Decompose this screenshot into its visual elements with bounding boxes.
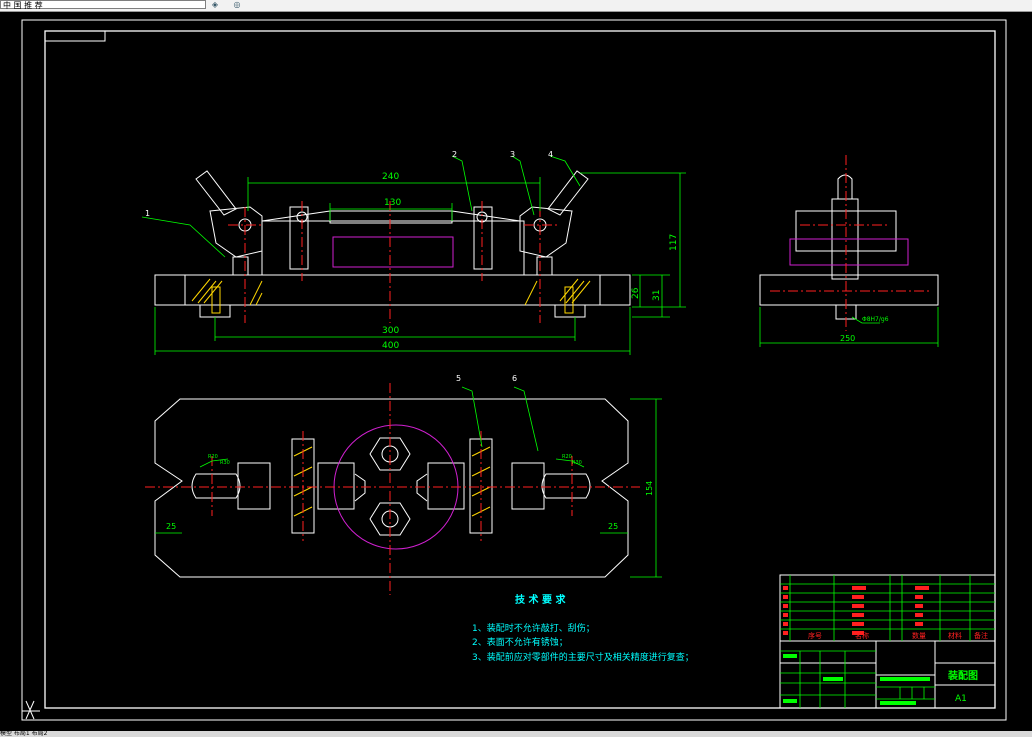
dim-117: 117 (669, 234, 679, 251)
dim-bore: Φ8H7/g6 (862, 316, 889, 323)
header-index: 序号 (808, 631, 822, 640)
callout-1: 1 (145, 209, 150, 218)
dim-r3: R20 (562, 454, 572, 460)
sheet-frame (21, 19, 1007, 721)
palette-icon[interactable]: ◈ (211, 0, 219, 9)
dim-130: 130 (384, 198, 401, 208)
dim-r1: R20 (208, 454, 218, 460)
header-name: 名称 (855, 631, 869, 640)
dim-400: 400 (382, 341, 399, 351)
tech-item-1: 1、装配时不允许敲打、刮伤； (472, 622, 595, 634)
dim-154: 154 (645, 481, 654, 496)
ucs-icon (21, 691, 40, 720)
callout-5: 5 (456, 374, 461, 383)
command-toolbar: 中 国 推 荐 ◈ ◎ (0, 0, 1032, 12)
dim-25-right: 25 (608, 522, 618, 531)
layout-tabs[interactable]: 模型 布局1 布局2 (0, 731, 48, 737)
title-block: 序号 名称 数量 材料 备注 装配图 A1 (779, 574, 996, 709)
dim-240: 240 (382, 172, 399, 182)
tech-requirements-title: 技 术 要 求 (515, 593, 566, 606)
callout-3: 3 (510, 150, 515, 159)
drawing-name: 装配图 (947, 669, 978, 682)
dim-26: 26 (631, 287, 641, 299)
status-bar: 模型 布局1 布局2 (0, 731, 1032, 737)
dim-25-left: 25 (166, 522, 176, 531)
tech-item-3: 3、装配前应对零部件的主要尺寸及相关精度进行复查； (472, 651, 694, 663)
side-view: 250 Φ8H7/g6 (759, 155, 939, 347)
command-input[interactable]: 中 国 推 荐 (0, 0, 206, 10)
drawing-canvas[interactable]: 240 130 300 400 117 26 31 1 2 3 4 (0, 11, 1032, 731)
tech-requirements: 技 术 要 求 1、装配时不允许敲打、刮伤； 2、表面不允许有锈蚀； 3、装配前… (472, 593, 694, 663)
header-qty: 数量 (912, 631, 926, 640)
tech-item-2: 2、表面不允许有锈蚀； (472, 636, 568, 648)
dim-300: 300 (382, 326, 399, 336)
sheet-size: A1 (955, 694, 967, 704)
front-view: 240 130 300 400 117 26 31 1 2 3 4 (141, 150, 686, 355)
dim-r4: R30 (572, 460, 582, 466)
layer-icon[interactable]: ◎ (233, 0, 241, 9)
callout-4: 4 (548, 150, 553, 159)
callout-6: 6 (512, 374, 517, 383)
top-view: 25 25 154 R20 R30 R20 R30 5 6 (145, 374, 662, 595)
dim-r2: R30 (220, 460, 230, 466)
callout-2: 2 (452, 150, 457, 159)
header-remark: 备注 (974, 631, 988, 640)
header-material: 材料 (948, 631, 962, 640)
dim-31: 31 (652, 290, 662, 301)
dim-250: 250 (840, 334, 855, 343)
